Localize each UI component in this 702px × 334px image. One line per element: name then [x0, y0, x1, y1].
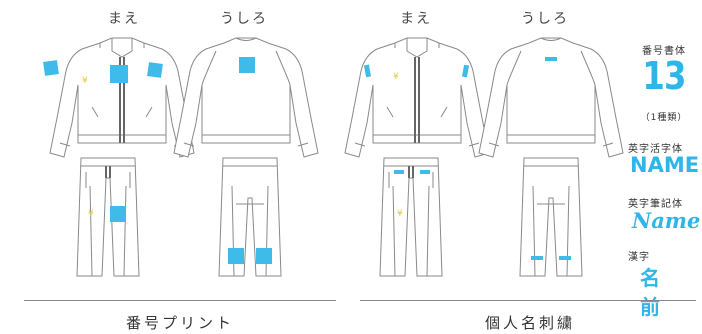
number-sample: 13	[642, 54, 686, 98]
embroidery-pants-waist-left-mark	[394, 170, 404, 174]
embroidery-right-sleeve-mark	[461, 64, 469, 78]
number-note: （1種類）	[640, 113, 688, 123]
garment-illustrations: ¥ ¥ ¥ ¥	[43, 37, 624, 277]
print-section-divider	[24, 300, 336, 301]
print-pants-front-mark	[110, 206, 126, 222]
logo-mark: ¥	[397, 209, 403, 219]
print-jacket-back	[173, 37, 319, 158]
embroidery-pants-front: ¥	[379, 157, 443, 277]
kanji-sample: 名 前	[640, 266, 670, 319]
embroidery-pants-hem-right-mark	[559, 256, 571, 260]
logo-mark: ¥	[88, 209, 94, 219]
embroidery-jacket-back	[478, 37, 624, 158]
embroidery-section-title: 個人名刺繍	[484, 314, 575, 332]
logo-mark: ¥	[82, 76, 88, 86]
print-pants-back	[218, 157, 282, 277]
print-back-mark	[239, 57, 255, 73]
embroidery-jacket-front: ¥	[344, 37, 490, 158]
print-front-label: まえ	[108, 11, 140, 27]
block-font-sample: NAME	[630, 153, 700, 177]
script-font-sample: Name	[632, 208, 701, 233]
embroidery-section-divider	[360, 300, 696, 301]
embroidery-pants-back	[519, 157, 583, 277]
print-pants-back-right-mark	[256, 248, 272, 264]
embroidery-left-sleeve-mark	[363, 64, 371, 78]
print-jacket-front: ¥	[43, 37, 195, 158]
logo-mark: ¥	[393, 72, 399, 82]
print-back-label: うしろ	[220, 11, 268, 27]
embroidery-back-label: うしろ	[521, 11, 569, 27]
print-pants-front: ¥	[76, 157, 140, 277]
embroidery-back-mark	[545, 57, 557, 61]
print-pants-back-left-mark	[228, 248, 244, 264]
print-chest-mark	[110, 65, 128, 83]
script-font-label: 英字筆記体	[628, 199, 683, 210]
number-font-label: 番号書体	[642, 46, 686, 57]
embroidery-pants-hem-left-mark	[531, 256, 543, 260]
block-font-label: 英字活字体	[628, 144, 683, 155]
print-right-shoulder-mark	[147, 62, 163, 78]
embroidery-pants-waist-right-mark	[420, 170, 430, 174]
print-section-title: 番号プリント	[125, 314, 234, 332]
print-left-shoulder-mark	[43, 60, 59, 76]
embroidery-front-label: まえ	[400, 11, 432, 27]
kanji-font-label: 漢字	[628, 252, 650, 263]
